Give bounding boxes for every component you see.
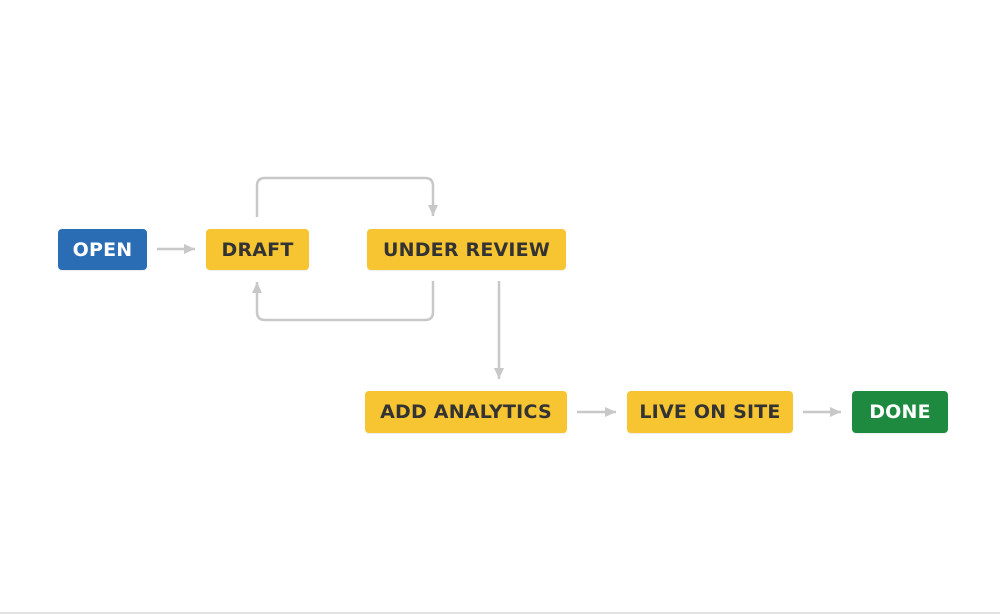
edge-under-review-to-draft <box>252 281 435 322</box>
status-node-draft[interactable]: DRAFT <box>206 229 309 270</box>
status-node-add-analytics[interactable]: ADD ANALYTICS <box>365 391 567 433</box>
bottom-divider <box>0 612 1000 614</box>
status-node-live-on-site[interactable]: LIVE ON SITE <box>627 391 793 433</box>
status-node-open[interactable]: OPEN <box>58 229 147 270</box>
status-node-done[interactable]: DONE <box>852 391 948 433</box>
edge-draft-to-under-review <box>255 176 438 217</box>
status-node-under-review[interactable]: UNDER REVIEW <box>367 229 566 270</box>
